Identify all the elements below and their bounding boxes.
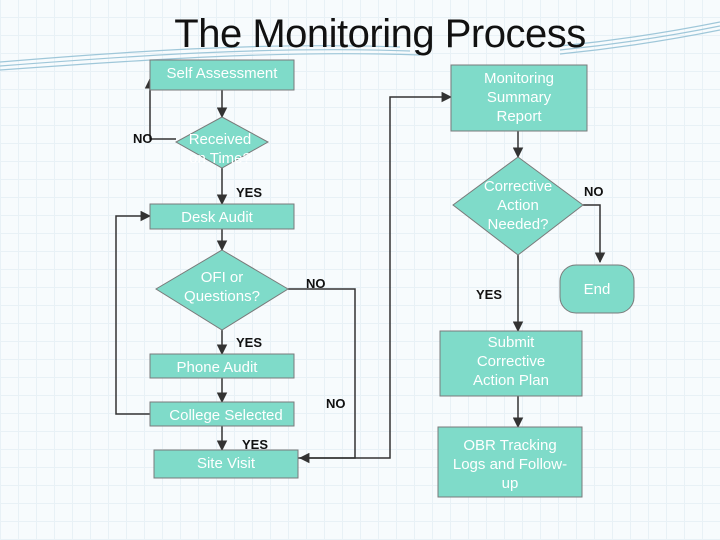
node-corrective-shape [452, 156, 584, 256]
node-site-visit: Site Visit [196, 455, 256, 472]
node-desk-audit-shape [149, 203, 295, 230]
edge-ofi-no [288, 288, 356, 464]
title-swoosh [0, 21, 720, 71]
edge-label-corrective-yes: YES [476, 287, 503, 302]
edge-label-ofi-no: NO [306, 276, 326, 291]
node-plan-shape [439, 330, 583, 397]
node-end-shape [559, 264, 635, 314]
edge-label-received-no: NO [133, 131, 153, 146]
node-monitoring-summary-report: Monitoring Summary Report [483, 70, 555, 125]
node-obr-shape [437, 426, 583, 498]
node-self-assessment: Self Assessment [166, 65, 278, 82]
node-college-selected: College Selected [169, 407, 283, 424]
node-phone-audit-shape [149, 353, 295, 379]
edge-received-no [144, 77, 176, 140]
node-obr-tracking: OBR Tracking Logs and Follow-up [452, 437, 568, 492]
node-ofi-or-questions: OFI or Questions? [184, 269, 260, 305]
edge-college-no [115, 210, 152, 415]
node-college-selected-shape [149, 401, 295, 427]
page-title: The Monitoring Process [174, 12, 586, 56]
edge-corrective-no [583, 204, 606, 264]
node-received-shape [174, 116, 270, 169]
connectors [115, 77, 606, 464]
node-desk-audit: Desk Audit [181, 209, 253, 226]
node-report-shape [450, 64, 588, 132]
node-corrective-action-needed: Corrective Action Needed? [483, 178, 553, 233]
node-site-visit-shape [153, 449, 299, 479]
edge-label-received-yes: YES [236, 185, 263, 200]
node-phone-audit: Phone Audit [176, 359, 258, 376]
node-ofi-shape [155, 249, 289, 331]
node-received-on-time: Received on Time? [188, 131, 252, 167]
edge-label-college-no: NO [326, 396, 346, 411]
edge-label-ofi-yes: YES [236, 335, 263, 350]
edge-label-corrective-no: NO [584, 184, 604, 199]
node-submit-corrective-action-plan: Submit Corrective Action Plan [473, 334, 549, 389]
node-self-assessment-shape [149, 59, 295, 91]
edge-label-college-yes: YES [242, 437, 269, 452]
node-end: End [583, 281, 611, 298]
edge-site-to-report [298, 91, 453, 459]
